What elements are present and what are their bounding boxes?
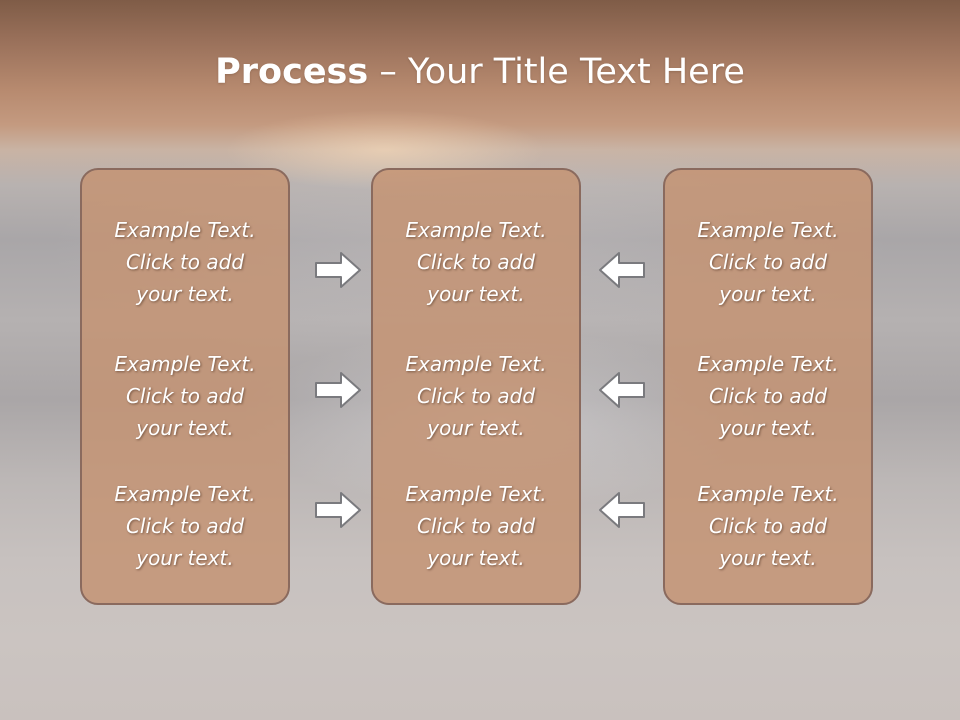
text-line: your text. xyxy=(136,546,234,570)
process-box-right: Example Text. Click to add your text. Ex… xyxy=(663,168,873,605)
text-line: Example Text. xyxy=(697,482,839,506)
text-placeholder[interactable]: Example Text. Click to add your text. xyxy=(82,348,288,444)
process-box-center: Example Text. Click to add your text. Ex… xyxy=(371,168,581,605)
text-line: Example Text. xyxy=(697,218,839,242)
text-line: your text. xyxy=(719,416,817,440)
text-placeholder[interactable]: Example Text. Click to add your text. xyxy=(373,214,579,310)
arrow-left-icon xyxy=(598,251,646,289)
text-line: Click to add xyxy=(708,250,828,274)
text-line: your text. xyxy=(719,282,817,306)
text-line: Click to add xyxy=(708,384,828,408)
text-line: Example Text. xyxy=(114,218,256,242)
text-line: Example Text. xyxy=(697,352,839,376)
arrow-right-icon xyxy=(314,251,362,289)
text-line: Example Text. xyxy=(114,482,256,506)
text-placeholder[interactable]: Example Text. Click to add your text. xyxy=(665,348,871,444)
text-line: Example Text. xyxy=(405,352,547,376)
text-line: Example Text. xyxy=(405,482,547,506)
text-line: Click to add xyxy=(708,514,828,538)
slide-title-bold: Process xyxy=(215,52,369,92)
text-line: Click to add xyxy=(125,250,245,274)
text-line: Click to add xyxy=(416,514,536,538)
text-line: your text. xyxy=(136,416,234,440)
process-box-left: Example Text. Click to add your text. Ex… xyxy=(80,168,290,605)
text-line: your text. xyxy=(136,282,234,306)
text-placeholder[interactable]: Example Text. Click to add your text. xyxy=(665,478,871,574)
slide-title-rest: – Your Title Text Here xyxy=(368,52,745,92)
text-placeholder[interactable]: Example Text. Click to add your text. xyxy=(373,478,579,574)
text-line: your text. xyxy=(719,546,817,570)
text-line: Example Text. xyxy=(114,352,256,376)
text-line: your text. xyxy=(427,416,525,440)
slide-title: Process – Your Title Text Here xyxy=(0,52,960,92)
arrow-left-icon xyxy=(598,491,646,529)
arrow-left-icon xyxy=(598,371,646,409)
text-line: Example Text. xyxy=(405,218,547,242)
text-line: Click to add xyxy=(125,514,245,538)
text-line: your text. xyxy=(427,282,525,306)
text-placeholder[interactable]: Example Text. Click to add your text. xyxy=(665,214,871,310)
text-line: your text. xyxy=(427,546,525,570)
text-placeholder[interactable]: Example Text. Click to add your text. xyxy=(82,478,288,574)
text-line: Click to add xyxy=(125,384,245,408)
arrow-right-icon xyxy=(314,491,362,529)
text-line: Click to add xyxy=(416,250,536,274)
text-placeholder[interactable]: Example Text. Click to add your text. xyxy=(373,348,579,444)
text-line: Click to add xyxy=(416,384,536,408)
text-placeholder[interactable]: Example Text. Click to add your text. xyxy=(82,214,288,310)
arrow-right-icon xyxy=(314,371,362,409)
